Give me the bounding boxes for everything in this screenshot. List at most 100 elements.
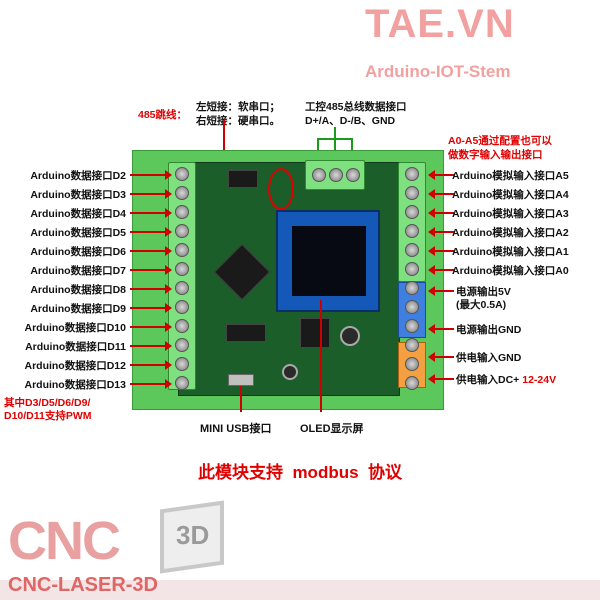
usb-label: MINI USB接口: [200, 423, 272, 435]
left-port-arrow: [130, 379, 172, 389]
right-screw-terminal: [405, 262, 419, 276]
power-out-gnd-label: 电源输出GND: [456, 324, 522, 336]
power-out-5v-max-label: (最大0.5A): [456, 299, 507, 311]
right-port-label: Arduino模拟输入接口A4: [452, 189, 569, 201]
left-screw-terminal: [175, 281, 189, 295]
right-port-label: Arduino模拟输入接口A3: [452, 208, 569, 220]
right-port-arrow: [428, 227, 454, 237]
left-port-label: Arduino数据接口D8: [30, 284, 126, 296]
jumper-left-label: 左短接：软串口；: [196, 101, 280, 113]
rs485-screw-b: [329, 168, 343, 182]
analog-note-2: 做数字输入输出接口: [448, 149, 543, 161]
capacitor-small: [282, 364, 298, 380]
left-screw-terminal: [175, 243, 189, 257]
right-port-arrow: [428, 170, 454, 180]
logo-text: CNC-LASER-3D: [8, 574, 158, 596]
left-port-label: Arduino数据接口D10: [24, 322, 126, 334]
left-port-arrow: [130, 360, 172, 370]
left-screw-terminal: [175, 338, 189, 352]
left-port-label: Arduino数据接口D3: [30, 189, 126, 201]
oled-label: OLED显示屏: [300, 423, 364, 435]
left-screw-terminal: [175, 224, 189, 238]
right-screw-terminal: [405, 300, 419, 314]
jumper-header[interactable]: [228, 170, 258, 188]
power-in-dc-text: 供电输入DC+: [456, 374, 520, 386]
right-port-arrow: [428, 246, 454, 256]
arrow-input-gnd: [428, 352, 454, 362]
brand-subtitle: Arduino-IOT-Stem: [365, 62, 511, 81]
left-port-arrow: [130, 284, 172, 294]
arrow-power-5v: [428, 286, 454, 296]
right-screw-terminal: [405, 167, 419, 181]
right-screw-terminal: [405, 243, 419, 257]
left-port-arrow: [130, 170, 172, 180]
logo-cnc: CNC: [8, 511, 121, 571]
rs485-screw-a: [312, 168, 326, 182]
right-port-label: Arduino模拟输入接口A2: [452, 227, 569, 239]
oled-pointer-line: [320, 300, 322, 412]
bus-pins: D+/A、D-/B、GND: [305, 115, 396, 127]
right-screw-terminal: [405, 205, 419, 219]
right-screw-terminal: [405, 357, 419, 371]
jumper-right-label: 右短接：硬串口。: [196, 115, 280, 127]
left-port-label: Arduino数据接口D13: [24, 379, 126, 391]
bus-pointer-stem: [334, 127, 336, 139]
left-screw-terminal: [175, 300, 189, 314]
brand-title: TAE.VN: [365, 2, 515, 46]
left-port-label: Arduino数据接口D5: [30, 227, 126, 239]
left-port-label: Arduino数据接口D4: [30, 208, 126, 220]
right-screw-terminal: [405, 281, 419, 295]
left-port-label: Arduino数据接口D11: [25, 341, 126, 353]
oled-screen: [292, 226, 366, 296]
left-screw-terminal: [175, 376, 189, 390]
left-port-label: Arduino数据接口D6: [30, 246, 126, 258]
right-screw-terminal: [405, 376, 419, 390]
left-port-arrow: [130, 208, 172, 218]
mini-usb-port[interactable]: [228, 374, 254, 386]
right-port-arrow: [428, 189, 454, 199]
usb-pointer-line: [240, 386, 242, 412]
modbus-caption: 此模块支持 modbus 协议: [198, 463, 402, 482]
left-port-arrow: [130, 303, 172, 313]
bus-title: 工控485总线数据接口: [305, 101, 407, 113]
power-in-dc-label: 供电输入DC+ 12-24V: [456, 372, 556, 387]
left-port-arrow: [130, 265, 172, 275]
left-port-label: Arduino数据接口D7: [30, 265, 126, 277]
capacitor: [340, 326, 360, 346]
left-port-arrow: [130, 322, 172, 332]
regulator: [300, 318, 330, 348]
left-port-arrow: [130, 227, 172, 237]
arrow-input-dc: [428, 374, 454, 384]
jumper-pointer-line: [223, 120, 225, 178]
right-screw-terminal: [405, 186, 419, 200]
rs485-screw-gnd: [346, 168, 360, 182]
right-port-label: Arduino模拟输入接口A0: [452, 265, 569, 277]
left-screw-terminal: [175, 262, 189, 276]
left-terminal-strip: [168, 162, 196, 390]
right-screw-terminal: [405, 319, 419, 333]
right-port-label: Arduino模拟输入接口A1: [452, 246, 569, 258]
left-port-label: Arduino数据接口D2: [30, 170, 126, 182]
left-screw-terminal: [175, 186, 189, 200]
left-port-label: Arduino数据接口D12: [24, 360, 126, 372]
logo-3d: 3D: [176, 520, 210, 550]
right-port-label: Arduino模拟输入接口A5: [452, 170, 569, 182]
power-in-gnd-label: 供电输入GND: [456, 352, 522, 364]
right-port-arrow: [428, 208, 454, 218]
left-port-arrow: [130, 246, 172, 256]
left-port-arrow: [130, 341, 172, 351]
power-in-dc-range: 12-24V: [522, 374, 557, 386]
left-screw-terminal: [175, 319, 189, 333]
left-port-arrow: [130, 189, 172, 199]
arrow-power-gnd: [428, 324, 454, 334]
right-screw-terminal: [405, 338, 419, 352]
left-screw-terminal: [175, 357, 189, 371]
power-out-5v-label: 电源输出5V: [456, 286, 511, 298]
rs485-chip: [226, 324, 266, 342]
right-screw-terminal: [405, 224, 419, 238]
footer-band: [0, 580, 600, 600]
analog-note-1: A0-A5通过配置也可以: [448, 135, 552, 147]
pwm-note-2: D10/D11支持PWM: [4, 410, 92, 422]
left-screw-terminal: [175, 167, 189, 181]
jumper-title: 485跳线：: [138, 109, 188, 121]
